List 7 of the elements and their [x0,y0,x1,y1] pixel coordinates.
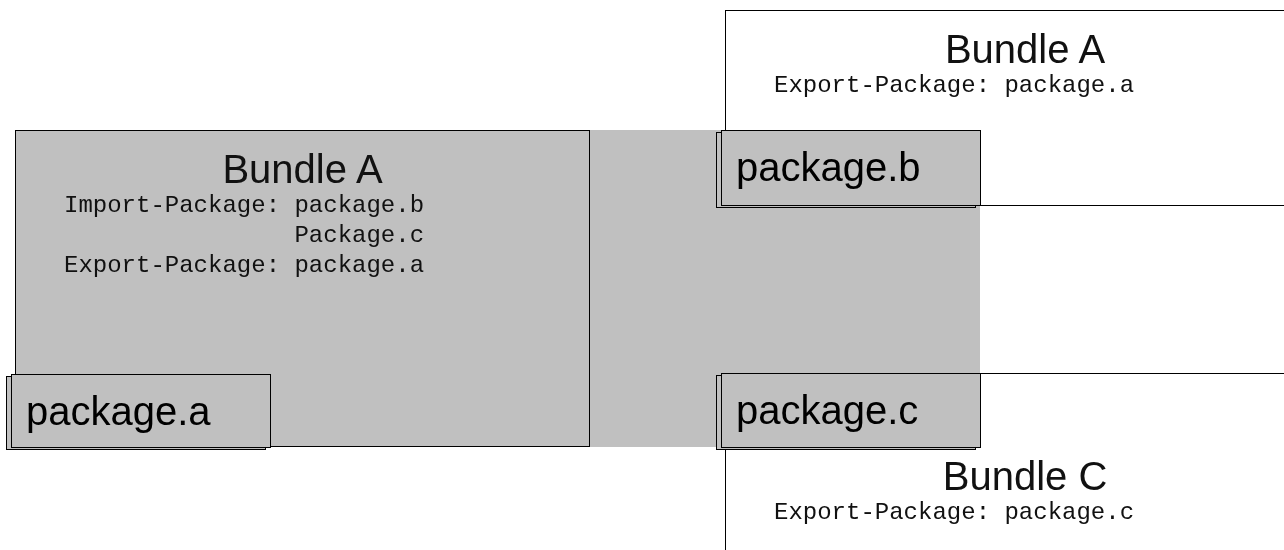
manifest-header: Export-Package: package.a [64,251,425,281]
manifest-header: Export-Package: package.c [774,498,1136,528]
bundle-title: Bundle A [943,27,1107,71]
manifest-header: Export-Package: package.a [774,71,1136,101]
manifest-header: Import-Package: package.b Package.c [64,191,425,251]
bundle-title: Bundle A [221,147,384,191]
bundle-title: Bundle C [941,454,1109,498]
